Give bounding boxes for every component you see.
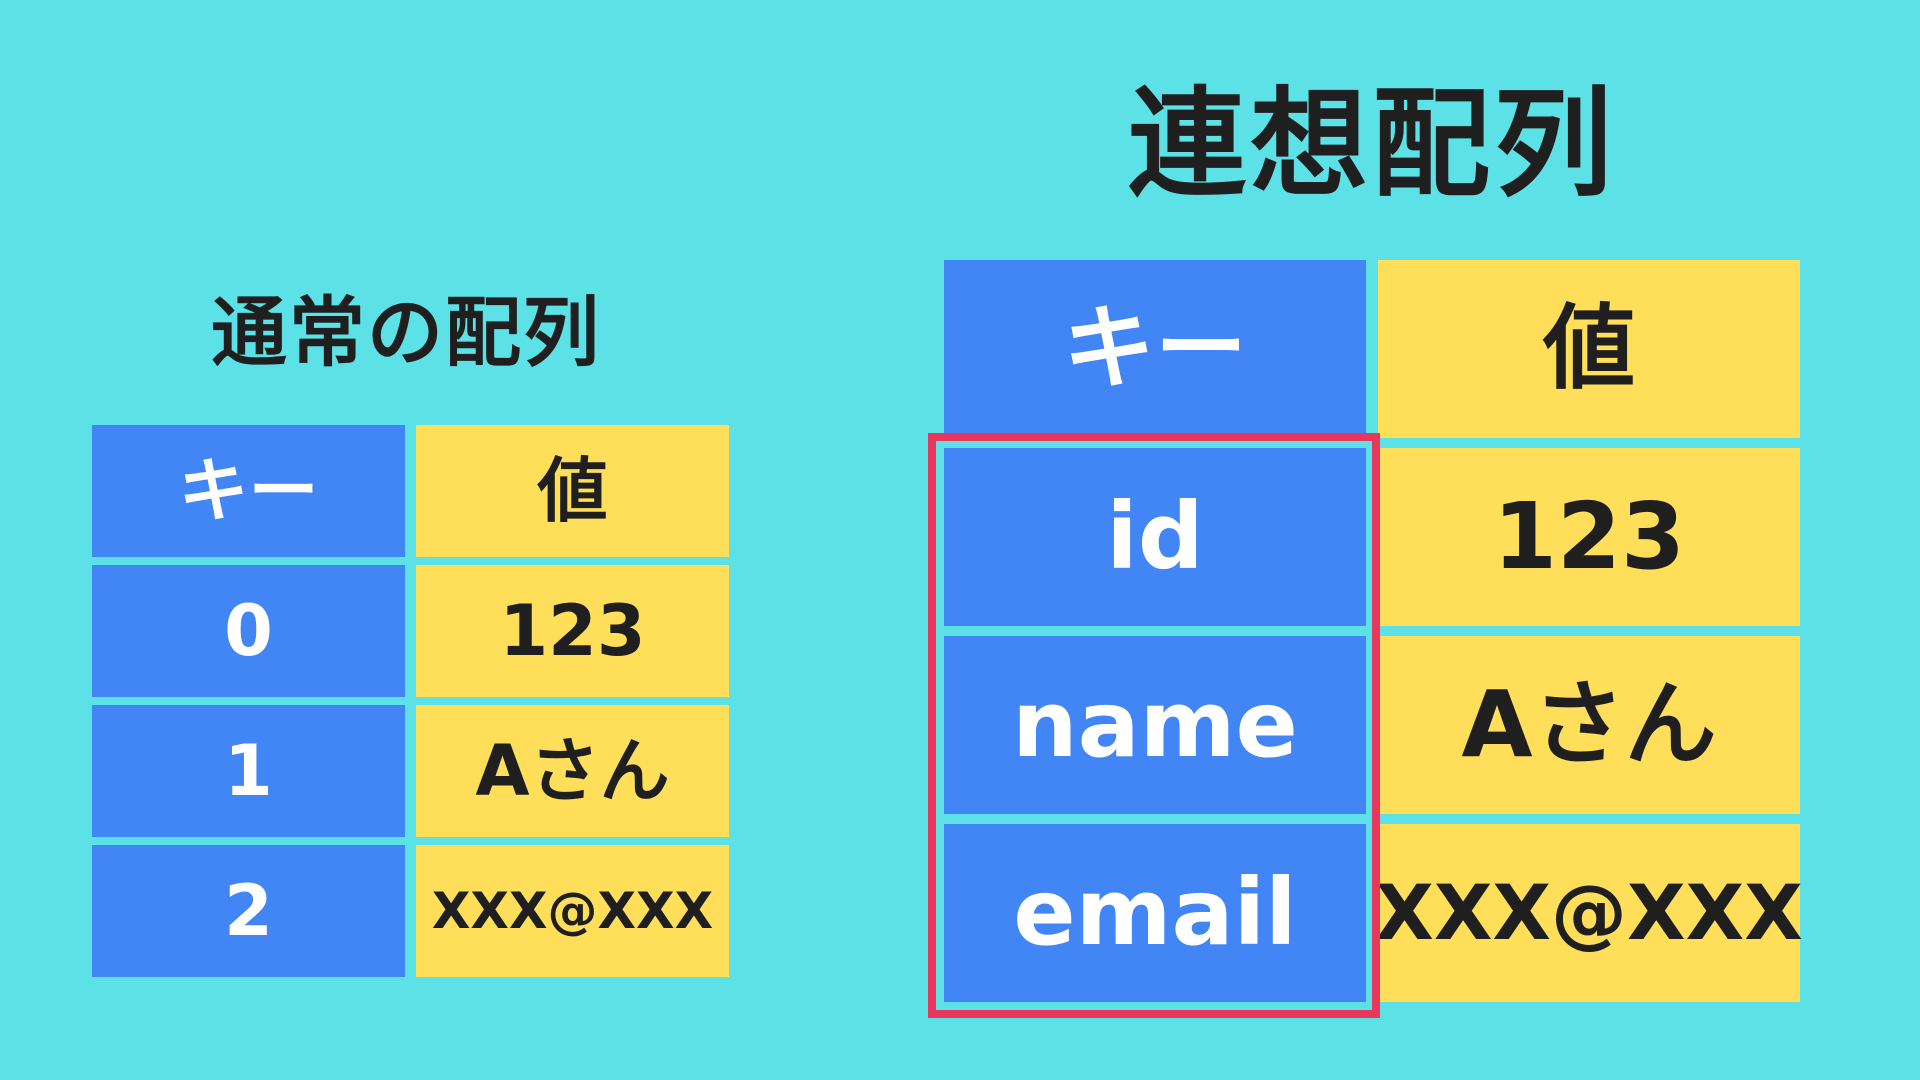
associative-array-key-cell: email	[944, 824, 1366, 1002]
normal-array-title: 通常の配列	[211, 288, 601, 377]
normal-array-key-cell: 1	[92, 705, 405, 837]
associative-array-key-header: キー	[944, 260, 1366, 438]
normal-array-value-header: 値	[416, 425, 729, 557]
associative-array-value-cell: XXX@XXX	[1375, 824, 1803, 1002]
associative-array-key-cell: id	[944, 448, 1366, 626]
normal-array-value-cell: XXX@XXX	[416, 845, 729, 977]
associative-array-value-cell: Aさん	[1378, 636, 1800, 814]
associative-array-value-header: 値	[1378, 260, 1800, 438]
normal-array-key-header: キー	[92, 425, 405, 557]
normal-array-key-cell: 0	[92, 565, 405, 697]
normal-array-key-cell: 2	[92, 845, 405, 977]
associative-array-title: 連想配列	[1127, 75, 1616, 213]
normal-array-value-cell: Aさん	[416, 705, 729, 837]
associative-array-value-cell: 123	[1378, 448, 1800, 626]
associative-array-key-cell: name	[944, 636, 1366, 814]
normal-array-value-cell: 123	[416, 565, 729, 697]
